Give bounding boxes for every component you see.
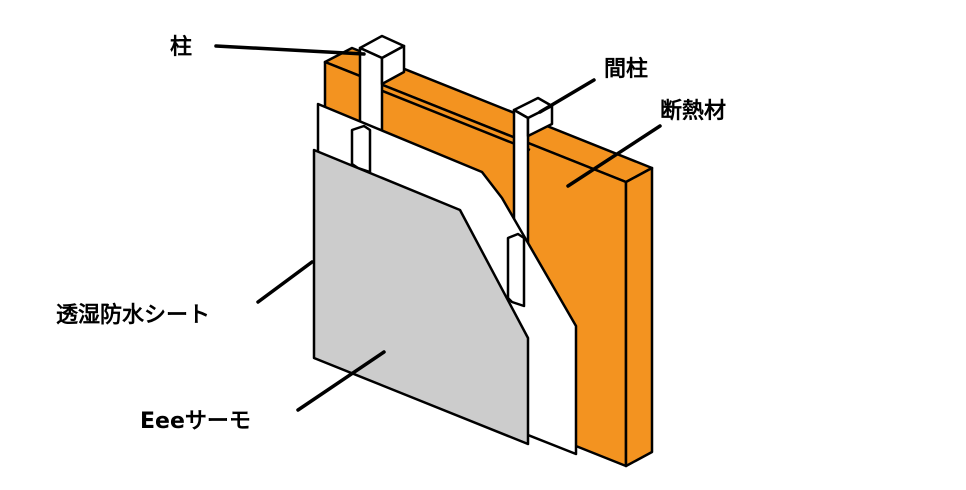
board-layer	[312, 148, 530, 446]
insulation-groove	[379, 88, 531, 152]
board	[312, 148, 530, 446]
label-stud: 間柱	[604, 57, 648, 82]
label-board: Eeeサーモ	[140, 409, 251, 434]
sheet-stud-left	[350, 124, 372, 174]
leader-insulation	[566, 124, 662, 188]
insulation-side-face	[624, 166, 654, 468]
sheet-stud-right	[506, 232, 526, 308]
leader-board	[296, 350, 386, 412]
label-moisture-sheet: 透湿防水シート	[56, 303, 210, 328]
leader-moisture-sheet	[256, 260, 314, 304]
label-pillar: 柱	[170, 35, 192, 60]
pillar-side	[380, 44, 406, 86]
label-insulation: 断熱材	[660, 98, 726, 124]
leader-stud	[538, 78, 596, 114]
leader-pillar	[214, 44, 366, 56]
